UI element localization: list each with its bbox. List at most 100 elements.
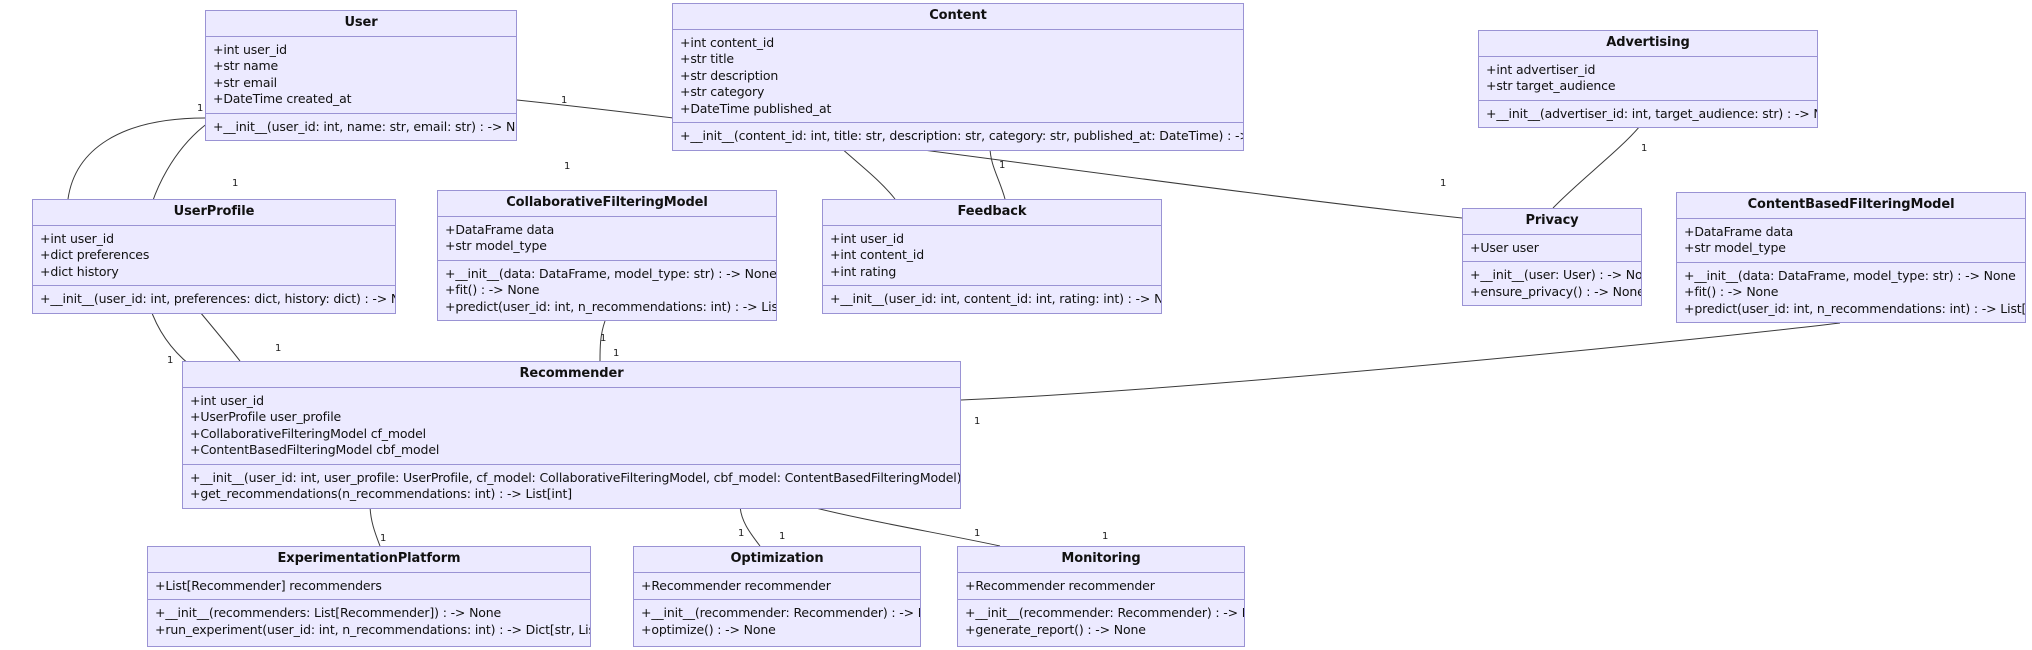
uml-class-experimentationplatform[interactable]: ExperimentationPlatform +List[Recommender… [147,546,591,647]
class-method: +__init__(recommender: Recommender) : ->… [965,605,1245,621]
multiplicity-label: 1 [232,178,239,189]
class-attribute: +str name [213,58,279,74]
class-attribute: +str email [213,74,277,90]
class-method: +__init__(user: User) : -> None [1470,267,1642,283]
relationship-edge [799,503,1001,547]
uml-class-user[interactable]: User+int user_id+str name+str email+Date… [205,10,517,142]
class-title: User [206,11,516,37]
class-attribute: +int user_id [40,230,114,246]
multiplicity-label: 1 [1440,178,1447,189]
uml-class-contentbasedfilteringmodel[interactable]: ContentBasedFilteringModel +DataFrame dat… [1676,192,2026,324]
class-method: +__init__(data: DataFrame, model_type: s… [445,265,777,281]
relationship-edge [1552,125,1641,209]
class-attribute: +Recommender recommender [641,577,831,593]
class-attributes-section: +int user_id+int content_id+int rating [823,225,1161,287]
class-methods-section: +__init__(user_id: int, content_id: int,… [823,286,1161,313]
class-attribute: +User user [1470,239,1539,255]
class-attribute: +Recommender recommender [965,577,1155,593]
class-method: +__init__(data: DataFrame, model_type: s… [1684,267,2016,283]
class-title: ContentBasedFilteringModel [1677,193,2025,219]
uml-class-content[interactable]: Content+int content_id+str title+str des… [672,3,1244,151]
class-attributes-section: +User user [1463,234,1641,263]
class-methods-section: +__init__(advertiser_id: int, target_aud… [1479,100,1818,128]
class-attribute: +int content_id [680,34,775,50]
class-attribute: +DateTime created_at [213,91,352,107]
relationship-edge [67,117,206,200]
class-method: +predict(user_id: int, n_recommendations… [1684,300,2026,316]
class-method: +optimize() : -> None [641,621,776,637]
multiplicity-label: 1 [1102,531,1109,542]
class-methods-section: +__init__(user_id: int, user_profile: Us… [183,464,960,508]
relationship-edge [739,503,761,547]
relationship-edge [989,146,1006,200]
multiplicity-label: 1 [738,528,745,539]
class-title: Privacy [1463,209,1641,235]
class-methods-section: +__init__(recommenders: List[Recommender… [148,600,591,644]
uml-class-userprofile[interactable]: UserProfile+int user_id+dict preferences… [32,199,396,314]
uml-class-optimization[interactable]: Optimization+Recommender recommender+__i… [633,546,921,647]
class-attribute: +int user_id [830,230,904,246]
class-title: CollaborativeFilteringModel [438,191,776,217]
uml-class-monitoring[interactable]: Monitoring +Recommender recommender +__ini… [957,546,1245,647]
class-attributes-section: +int user_id+str name+str email+DateTime… [206,36,516,114]
class-attribute: +DataFrame data [1684,223,1794,239]
class-attribute: +CollaborativeFilteringModel cf_model [190,425,426,441]
multiplicity-label: 1 [380,533,387,544]
multiplicity-label: 1 [1641,143,1648,154]
class-methods-section: +__init__(user_id: int, preferences: dic… [33,286,395,313]
class-method: +fit() : -> None [1684,284,1779,300]
class-attribute: +str description [680,67,779,83]
uml-class-advertising[interactable]: Advertising+int advertiser_id+str target… [1478,30,1818,129]
class-attribute: +str model_type [1684,240,1786,256]
multiplicity-label: 1 [197,103,204,114]
class-method: +__init__(user_id: int, name: str, email… [213,118,517,134]
class-attributes-section: +DataFrame data+str model_type [438,216,776,261]
class-attribute: +int rating [830,263,897,279]
class-methods-section: +__init__(user_id: int, name: str, email… [206,113,517,141]
class-attribute: +int content_id [830,247,925,263]
class-title: Advertising [1479,31,1817,57]
class-attribute: +List[Recommender] recommenders [155,577,382,593]
uml-class-recommender[interactable]: Recommender+int user_id+UserProfile user… [182,361,961,509]
class-attributes-section: +Recommender recommender [634,572,920,601]
class-method: +__init__(user_id: int, preferences: dic… [40,291,396,307]
class-attribute: +str category [680,84,765,100]
class-attribute: +int user_id [213,41,287,57]
class-method: +get_recommendations(n_recommendations: … [190,486,573,502]
uml-class-privacy[interactable]: Privacy +User user +__init__(user: User) :… [1462,208,1642,307]
uml-class-feedback[interactable]: Feedback+int user_id+int content_id+int … [822,199,1162,314]
uml-class-collaborativefilteringmodel[interactable]: CollaborativeFilteringModel+DataFrame da… [437,190,777,322]
class-title: UserProfile [33,200,395,226]
class-method: +fit() : -> None [445,282,540,298]
class-title: ExperimentationPlatform [148,547,590,573]
class-attribute: +str model_type [445,238,547,254]
multiplicity-label: 1 [974,528,981,539]
class-method: +__init__(advertiser_id: int, target_aud… [1486,105,1818,121]
class-title: Recommender [183,362,960,388]
class-methods-section: +__init__(data: DataFrame, model_type: s… [438,260,777,321]
class-attribute: +str target_audience [1486,78,1616,94]
multiplicity-label: 1 [999,160,1006,171]
relationship-edge [199,311,241,362]
class-method: +__init__(content_id: int, title: str, d… [680,128,1244,144]
class-methods-section: +__init__(recommender: Recommender) : ->… [958,600,1245,644]
class-method: +run_experiment(user_id: int, n_recommen… [155,621,591,637]
class-attribute: +str title [680,51,734,67]
multiplicity-label: 1 [600,333,607,344]
class-methods-section: +__init__(recommender: Recommender) : ->… [634,600,920,644]
class-attribute: +ContentBasedFilteringModel cbf_model [190,442,440,458]
class-attribute: +int user_id [190,392,264,408]
class-title: Feedback [823,200,1161,226]
class-attribute: +dict preferences [40,247,150,263]
multiplicity-label: 1 [779,531,786,542]
class-attributes-section: +int user_id+dict preferences+dict histo… [33,225,395,287]
class-attributes-section: +List[Recommender] recommenders [148,572,590,601]
class-attribute: +DateTime published_at [680,100,832,116]
class-method: +ensure_privacy() : -> None [1470,283,1642,299]
relationship-edge [960,322,1841,401]
relationship-edge [839,146,896,200]
class-attributes-section: +int user_id+UserProfile user_profile+Co… [183,387,960,465]
class-method: +__init__(user_id: int, content_id: int,… [830,291,1162,307]
class-title: Monitoring [958,547,1244,573]
